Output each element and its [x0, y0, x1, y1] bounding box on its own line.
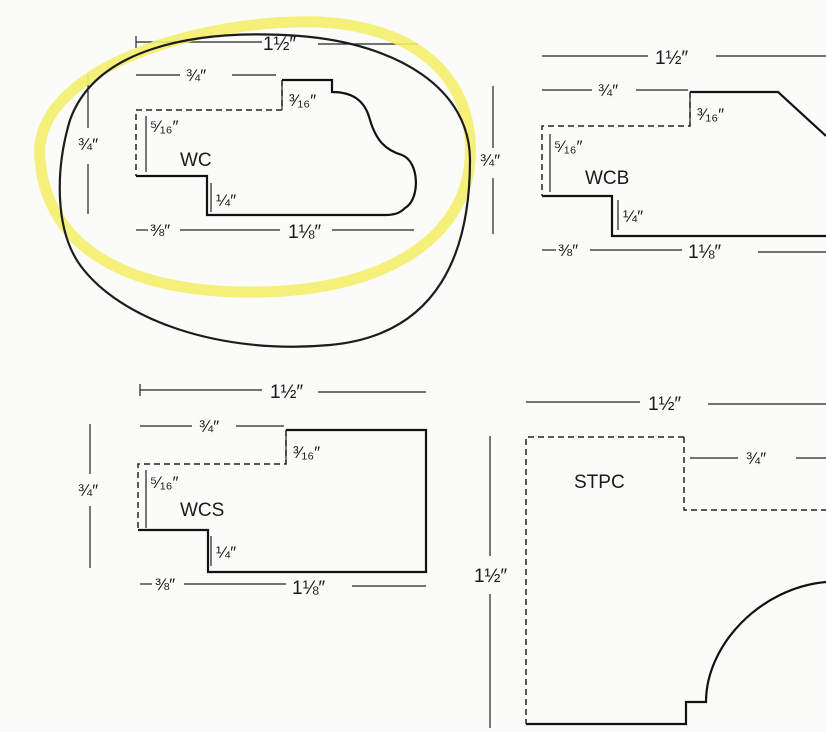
wcb-profile-outline: [542, 90, 826, 238]
profile-wc: 1½″ ¾″ ³⁄₁₆″ ⁵⁄₁₆″ ¾″ WC ¼″ ⅜″ 1⅛″: [78, 34, 418, 243]
wc-dim-upper: ¾″: [186, 66, 206, 85]
wcs-name: WCS: [180, 500, 224, 521]
wcs-dim-step-bottom: ¼″: [216, 543, 236, 562]
wc-dim-height: ¾″: [78, 135, 98, 154]
wcb-dim-step-bottom: ¼″: [623, 207, 643, 226]
wcb-dim-upper: ¾″: [598, 81, 618, 100]
wcb-dim-height: ¾″: [480, 151, 500, 170]
wcb-name: WCB: [585, 168, 629, 189]
wcs-dim-step-top: ³⁄₁₆″: [293, 443, 320, 462]
wcs-dim-left-inner: ⁵⁄₁₆″: [150, 473, 179, 492]
wc-dim-top: 1½″: [263, 34, 296, 55]
pen-circle: [58, 33, 472, 348]
wc-stock-outline: [135, 80, 283, 176]
wcb-dim-left-inner: ⁵⁄₁₆″: [554, 137, 583, 156]
profile-wcb: 1½″ ¾″ ³⁄₁₆″ ⁵⁄₁₆″ ¾″ WCB ¼″ ⅜″ 1⅛″: [480, 48, 826, 263]
wcs-dim-height: ¾″: [78, 481, 98, 500]
wc-dim-bottom: 1⅛″: [288, 222, 321, 243]
wc-dim-step-bottom: ¼″: [216, 191, 236, 210]
wc-dimension-lines: [87, 36, 418, 231]
wcs-dim-left-bottom: ⅜″: [155, 575, 175, 594]
profile-wcs: 1½″ ¾″ ³⁄₁₆″ ⁵⁄₁₆″ ¾″ WCS ¼″ ⅜″ 1⅛″: [78, 382, 428, 599]
wcs-dim-top: 1½″: [270, 382, 303, 403]
wcs-dim-upper: ¾″: [199, 417, 219, 436]
wcb-dim-top: 1½″: [655, 48, 688, 69]
stpc-dim-top: 1½″: [648, 394, 681, 415]
stpc-dimension-lines: [489, 401, 826, 728]
stpc-profile-outline: [526, 580, 826, 726]
stpc-dim-height: 1½″: [474, 566, 507, 587]
wc-dim-left-bottom: ⅜″: [150, 221, 170, 240]
wcs-dimension-lines: [89, 384, 426, 587]
wcs-profile-outline: [138, 428, 428, 574]
wc-profile-outline: [136, 78, 417, 217]
wc-name: WC: [180, 150, 212, 171]
wcs-dim-bottom: 1⅛″: [292, 578, 325, 599]
wcs-stock-outline: [137, 430, 287, 530]
wc-dim-left-inner: ⁵⁄₁₆″: [150, 117, 179, 136]
wcb-dim-bottom: 1⅛″: [688, 242, 721, 263]
stpc-dim-inner: ¾″: [746, 449, 766, 468]
wcb-dim-step-top: ³⁄₁₆″: [697, 105, 724, 124]
wcb-dimension-lines: [492, 55, 826, 253]
wcb-dim-left-bottom: ⅜″: [558, 241, 578, 260]
stpc-stock-outline: [525, 436, 826, 724]
wc-dim-step-top: ³⁄₁₆″: [289, 91, 316, 110]
profile-stpc: 1½″ STPC ¾″ 1½″: [474, 394, 826, 728]
stpc-name: STPC: [574, 472, 625, 493]
